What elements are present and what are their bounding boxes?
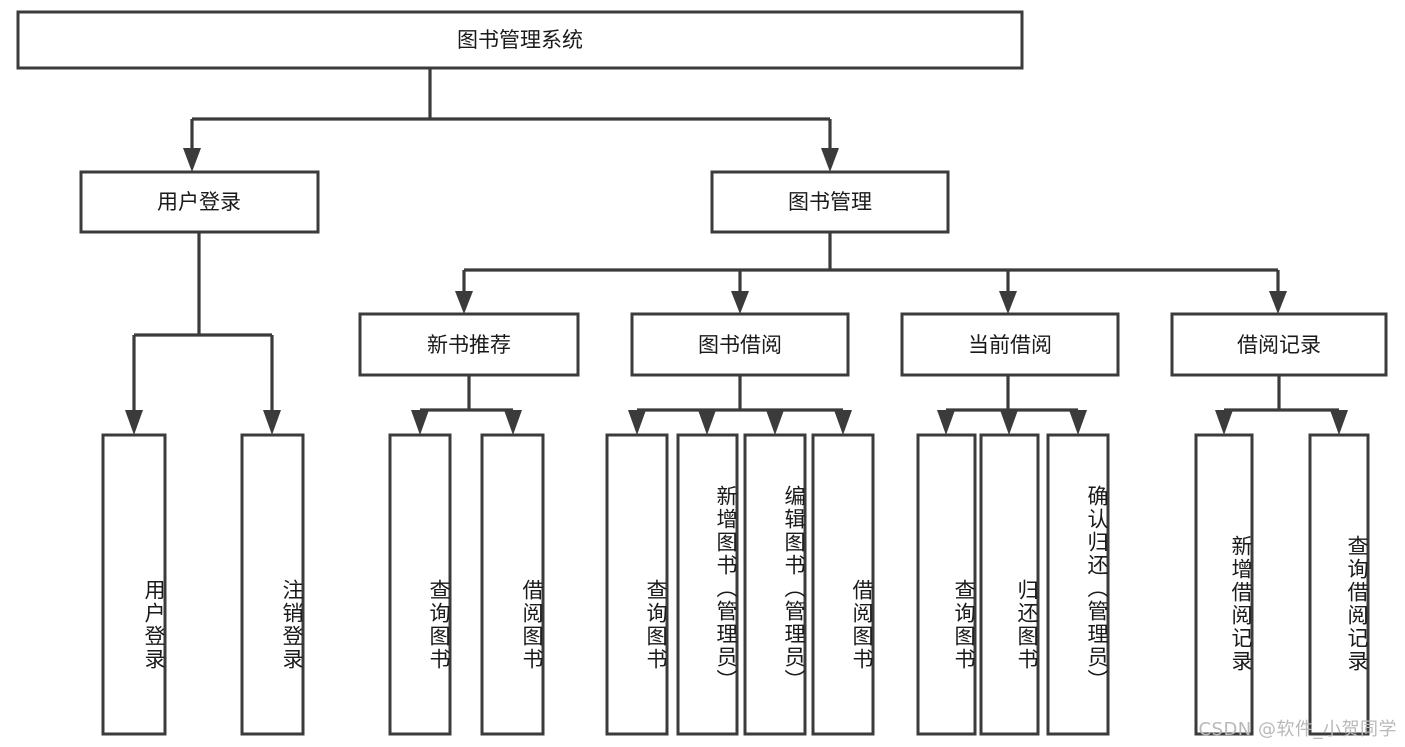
arrow-head-user-login bbox=[183, 148, 201, 172]
node-leaf-query-book-2-box[interactable] bbox=[605, 433, 669, 736]
node-user-login-label: 用户登录 bbox=[157, 190, 241, 214]
node-leaf-logout-login-box[interactable] bbox=[240, 433, 305, 736]
node-leaf-query-book-3-box[interactable] bbox=[916, 433, 977, 736]
node-leaf-user-login-box[interactable] bbox=[101, 433, 167, 736]
arrow-head-leaf-query-book-3 bbox=[937, 410, 955, 435]
arrow-head-new-book-recommend bbox=[455, 291, 473, 314]
arrow-head-book-borrow bbox=[731, 291, 749, 314]
node-leaf-confirm-return-box[interactable] bbox=[1046, 433, 1110, 736]
arrow-head-leaf-borrow-book-1 bbox=[504, 410, 522, 435]
connector-group-user-login bbox=[125, 232, 281, 435]
node-leaf-borrow-book-2-box[interactable] bbox=[811, 433, 875, 736]
node-current-borrow-label: 当前借阅 bbox=[968, 333, 1052, 357]
node-current-borrow-box[interactable] bbox=[900, 312, 1120, 377]
connector-group-root bbox=[183, 68, 839, 172]
arrow-head-leaf-borrow-book-2 bbox=[834, 410, 852, 435]
node-leaf-borrow-book-1-box[interactable] bbox=[480, 433, 545, 736]
arrow-head-leaf-confirm-return bbox=[1069, 410, 1087, 435]
node-user-login-box[interactable] bbox=[79, 170, 320, 234]
arrow-head-leaf-user-login bbox=[125, 410, 143, 435]
arrow-head-leaf-query-book-1 bbox=[411, 410, 429, 435]
arrow-head-leaf-query-borrow-record bbox=[1330, 410, 1348, 435]
arrow-head-leaf-add-borrow-record bbox=[1215, 410, 1233, 435]
connector-group-borrow-records bbox=[1215, 375, 1348, 435]
node-root-label: 图书管理系统 bbox=[457, 28, 583, 52]
connector-group-current-borrow bbox=[937, 375, 1087, 435]
arrow-head-book-manage bbox=[821, 148, 839, 172]
node-book-borrow-box[interactable] bbox=[630, 312, 850, 377]
csdn-watermark: CSDN @软件_小贺同学 bbox=[1198, 719, 1397, 740]
arrow-head-leaf-return-book bbox=[1000, 410, 1018, 435]
node-book-manage-box[interactable] bbox=[710, 170, 950, 234]
node-leaf-return-book-box[interactable] bbox=[979, 433, 1040, 736]
node-leaf-add-borrow-record-box[interactable] bbox=[1194, 433, 1254, 736]
node-root-box[interactable] bbox=[16, 10, 1024, 70]
arrow-head-current-borrow bbox=[999, 291, 1017, 314]
node-borrow-records-box[interactable] bbox=[1170, 312, 1388, 377]
connector-group-book-manage bbox=[455, 232, 1287, 314]
node-leaf-query-borrow-record-box[interactable] bbox=[1308, 433, 1370, 736]
node-new-book-recommend-label: 新书推荐 bbox=[427, 333, 511, 357]
node-leaf-query-book-1-box[interactable] bbox=[388, 433, 452, 736]
arrow-head-leaf-add-book bbox=[698, 410, 716, 435]
node-leaf-edit-book-box[interactable] bbox=[743, 433, 807, 736]
arrow-head-leaf-query-book-2 bbox=[628, 410, 646, 435]
connector-group-book-borrow bbox=[628, 375, 852, 435]
node-new-book-recommend-box[interactable] bbox=[358, 312, 580, 377]
arrow-head-leaf-edit-book bbox=[766, 410, 784, 435]
node-leaf-add-book-box[interactable] bbox=[676, 433, 739, 736]
node-borrow-records-label: 借阅记录 bbox=[1237, 333, 1321, 357]
node-book-borrow-label: 图书借阅 bbox=[698, 333, 782, 357]
arrow-head-borrow-records bbox=[1269, 291, 1287, 314]
arrow-head-leaf-logout-login bbox=[263, 410, 281, 435]
node-book-manage-label: 图书管理 bbox=[788, 190, 872, 214]
connector-group-new-book-recommend bbox=[411, 375, 522, 435]
